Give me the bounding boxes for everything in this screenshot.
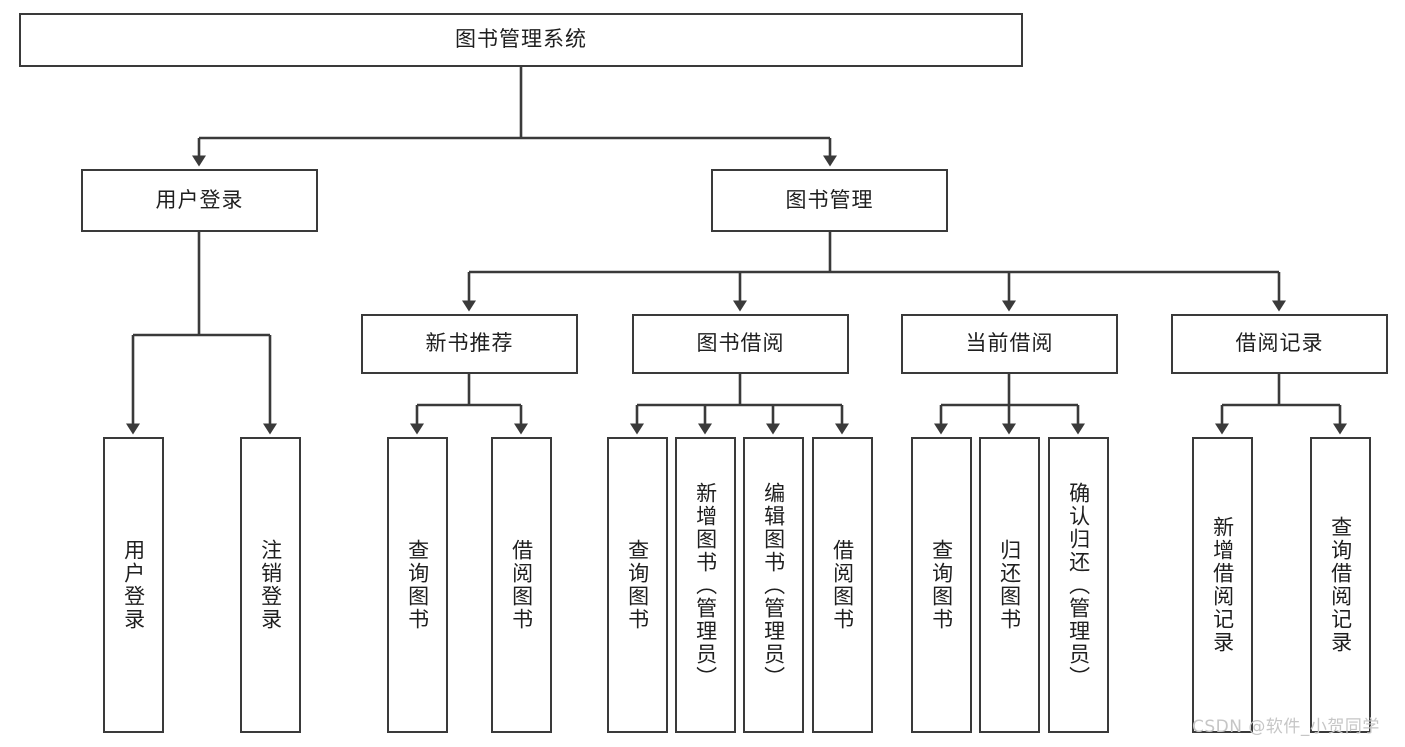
node-current-borrow-label: 当前借阅 [965, 331, 1054, 356]
node-book-borrow-label: 图书借阅 [696, 331, 785, 356]
leaf-label: 查询借阅记录 [1328, 516, 1353, 654]
node-user-login[interactable]: 用户登录 [81, 169, 318, 232]
leaf-record-query[interactable]: 查询借阅记录 [1310, 437, 1371, 733]
node-root[interactable]: 图书管理系统 [19, 13, 1023, 67]
leaf-label: 借阅图书 [509, 539, 534, 631]
node-borrow-record[interactable]: 借阅记录 [1171, 314, 1388, 374]
leaf-label: 新增借阅记录 [1210, 516, 1235, 654]
leaf-label: 借阅图书 [830, 539, 855, 631]
leaf-current-return-book[interactable]: 归还图书 [979, 437, 1040, 733]
leaf-label: 确认归还（管理员） [1066, 481, 1091, 689]
leaf-label: 归还图书 [997, 539, 1022, 631]
leaf-new-book-query[interactable]: 查询图书 [387, 437, 448, 733]
leaf-label: 注销登录 [258, 539, 283, 631]
leaf-user-login-logout[interactable]: 注销登录 [240, 437, 301, 733]
node-borrow-record-label: 借阅记录 [1235, 331, 1324, 356]
leaf-label: 新增图书（管理员） [693, 481, 718, 689]
leaf-label: 编辑图书（管理员） [761, 481, 786, 689]
leaf-current-query-book[interactable]: 查询图书 [911, 437, 972, 733]
leaf-borrow-edit-book[interactable]: 编辑图书（管理员） [743, 437, 804, 733]
leaf-current-confirm-return[interactable]: 确认归还（管理员） [1048, 437, 1109, 733]
leaf-label: 查询图书 [625, 539, 650, 631]
leaf-label: 查询图书 [405, 539, 430, 631]
leaf-borrow-borrow-book[interactable]: 借阅图书 [812, 437, 873, 733]
node-root-label: 图书管理系统 [455, 27, 587, 52]
node-book-management[interactable]: 图书管理 [711, 169, 948, 232]
leaf-borrow-add-book[interactable]: 新增图书（管理员） [675, 437, 736, 733]
node-new-book-recommend-label: 新书推荐 [425, 331, 514, 356]
leaf-label: 用户登录 [121, 539, 146, 631]
leaf-new-book-borrow[interactable]: 借阅图书 [491, 437, 552, 733]
node-book-management-label: 图书管理 [785, 187, 874, 212]
leaf-record-add[interactable]: 新增借阅记录 [1192, 437, 1253, 733]
leaf-user-login-login[interactable]: 用户登录 [103, 437, 164, 733]
node-new-book-recommend[interactable]: 新书推荐 [361, 314, 578, 374]
leaf-borrow-query-book[interactable]: 查询图书 [607, 437, 668, 733]
node-current-borrow[interactable]: 当前借阅 [901, 314, 1118, 374]
node-user-login-label: 用户登录 [155, 187, 244, 212]
leaf-label: 查询图书 [929, 539, 954, 631]
node-book-borrow[interactable]: 图书借阅 [632, 314, 849, 374]
csdn-watermark: CSDN @软件_小贺同学 [1192, 717, 1380, 737]
